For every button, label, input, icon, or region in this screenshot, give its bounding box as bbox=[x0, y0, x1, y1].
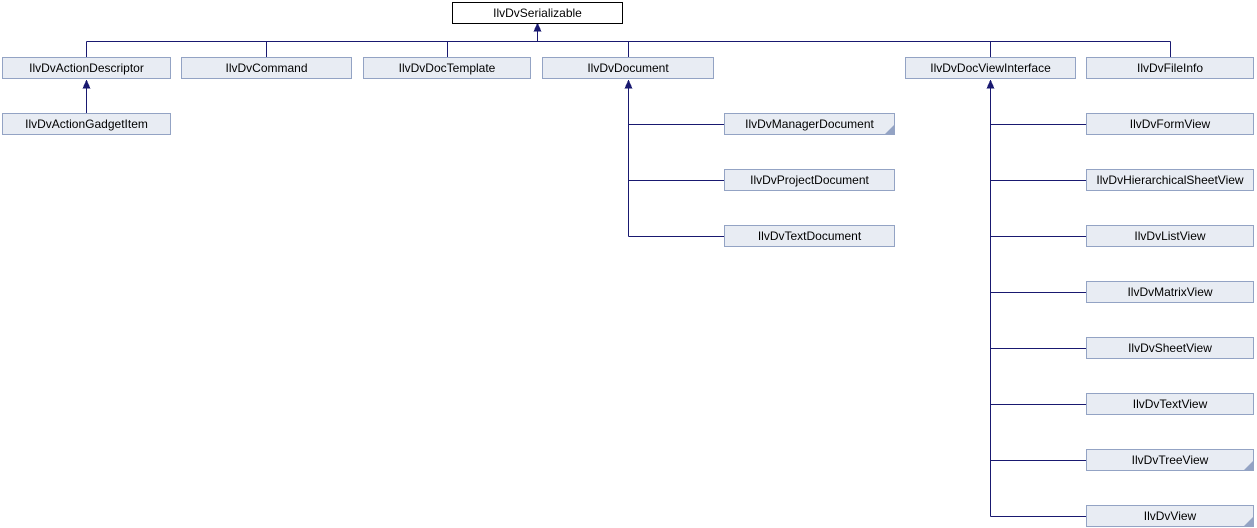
class-node-ilvdvprojectdocument[interactable]: IlvDvProjectDocument bbox=[724, 169, 895, 191]
class-node-ilvdvserializable: IlvDvSerializable bbox=[452, 2, 623, 24]
class-node-label: IlvDvListView bbox=[1134, 229, 1206, 243]
class-node-label: IlvDvFileInfo bbox=[1136, 61, 1204, 75]
class-node-ilvdvformview[interactable]: IlvDvFormView bbox=[1086, 113, 1254, 135]
class-node-label: IlvDvFormView bbox=[1129, 117, 1211, 131]
truncated-marker bbox=[1244, 461, 1253, 470]
class-node-label: IlvDvTreeView bbox=[1131, 453, 1209, 467]
class-node-ilvdvview[interactable]: IlvDvView bbox=[1086, 505, 1254, 527]
class-node-label: IlvDvManagerDocument bbox=[745, 117, 874, 131]
class-node-label: IlvDvMatrixView bbox=[1127, 285, 1213, 299]
class-node-label: IlvDvDocTemplate bbox=[398, 61, 496, 75]
class-node-ilvdvmatrixview[interactable]: IlvDvMatrixView bbox=[1086, 281, 1254, 303]
class-node-ilvdvtextdocument[interactable]: IlvDvTextDocument bbox=[724, 225, 895, 247]
arrowheads bbox=[82, 22, 995, 89]
class-node-ilvdvfileinfo[interactable]: IlvDvFileInfo bbox=[1086, 57, 1254, 79]
class-node-label: IlvDvProjectDocument bbox=[750, 173, 869, 187]
truncated-marker bbox=[1244, 517, 1253, 526]
class-node-label: IlvDvSheetView bbox=[1128, 341, 1212, 355]
class-node-label: IlvDvSerializable bbox=[493, 6, 582, 20]
class-node-label: IlvDvActionGadgetItem bbox=[25, 117, 148, 131]
class-node-label: IlvDvTextView bbox=[1132, 397, 1208, 411]
class-node-ilvdvsheetview[interactable]: IlvDvSheetView bbox=[1086, 337, 1254, 359]
class-node-ilvdvtextview[interactable]: IlvDvTextView bbox=[1086, 393, 1254, 415]
class-node-ilvdvdocviewinterface[interactable]: IlvDvDocViewInterface bbox=[905, 57, 1076, 79]
class-node-label: IlvDvView bbox=[1143, 509, 1197, 523]
class-node-ilvdvdoctemplate[interactable]: IlvDvDocTemplate bbox=[363, 57, 531, 79]
class-node-label: IlvDvActionDescriptor bbox=[29, 61, 144, 75]
class-node-ilvdvcommand[interactable]: IlvDvCommand bbox=[181, 57, 352, 79]
class-node-label: IlvDvCommand bbox=[225, 61, 308, 75]
class-node-label: IlvDvHierarchicalSheetView bbox=[1096, 173, 1244, 187]
class-node-ilvdvhierarchicalsheetview[interactable]: IlvDvHierarchicalSheetView bbox=[1086, 169, 1254, 191]
class-node-ilvdvtreeview[interactable]: IlvDvTreeView bbox=[1086, 449, 1254, 471]
class-node-ilvdvdocument[interactable]: IlvDvDocument bbox=[542, 57, 714, 79]
class-node-ilvdvactiongadgetitem[interactable]: IlvDvActionGadgetItem bbox=[2, 113, 171, 135]
class-node-label: IlvDvDocViewInterface bbox=[930, 61, 1051, 75]
class-node-label: IlvDvTextDocument bbox=[757, 229, 862, 243]
class-node-label: IlvDvDocument bbox=[587, 61, 669, 75]
class-node-ilvdvmanagerdocument[interactable]: IlvDvManagerDocument bbox=[724, 113, 895, 135]
truncated-marker bbox=[885, 125, 894, 134]
class-node-ilvdvlistview[interactable]: IlvDvListView bbox=[1086, 225, 1254, 247]
class-node-ilvdvactiondescriptor[interactable]: IlvDvActionDescriptor bbox=[2, 57, 171, 79]
